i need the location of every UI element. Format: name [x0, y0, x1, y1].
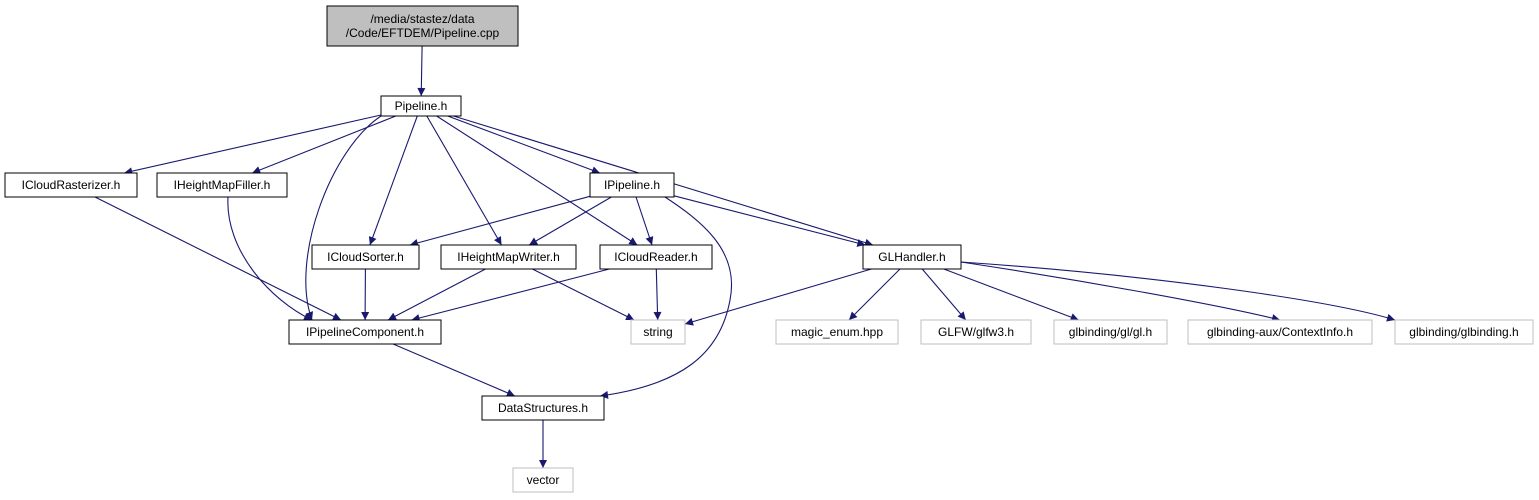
node-box [481, 395, 605, 421]
node-pipeline-h[interactable]: Pipeline.h [380, 95, 462, 117]
node-box [380, 95, 462, 117]
node-label: glbinding/gl/gl.h [1069, 325, 1152, 339]
node-gl-h: glbinding/gl/gl.h [1053, 319, 1168, 345]
node-label: ICloudReader.h [614, 250, 697, 264]
node-box [920, 319, 1032, 345]
edge-icloudreader-h-to-ipipelinecomponent-h [411, 268, 610, 322]
edge-pipeline-h-to-ipipeline-h [447, 115, 601, 174]
node-label: GLHandler.h [878, 250, 945, 264]
edge-glhandler-h-to-string [684, 268, 872, 326]
node-box [288, 319, 442, 345]
node-box [630, 319, 686, 345]
node-box [4, 172, 138, 198]
node-label: DataStructures.h [498, 401, 588, 415]
node-box [599, 244, 713, 270]
node-datastructures-h[interactable]: DataStructures.h [481, 395, 605, 421]
node-string: string [630, 319, 686, 345]
node-glfw3-h: GLFW/glfw3.h [920, 319, 1032, 345]
edge-glhandler-h-to-magic-enum-hpp [848, 268, 901, 321]
edge-icloudrasterizer-h-to-ipipelinecomponent-h [94, 196, 342, 321]
node-label: vector [527, 473, 560, 487]
node-box [1187, 319, 1373, 345]
node-icloudreader-h[interactable]: ICloudReader.h [599, 244, 713, 270]
edge-iheightmapwriter-h-to-string [532, 268, 635, 321]
edge-root-to-pipeline-h [417, 45, 426, 97]
node-label: glbinding-aux/ContextInfo.h [1207, 325, 1353, 339]
node-label: /media/stastez/data [370, 12, 474, 26]
node-box [326, 5, 519, 47]
edge-ipipelinecomponent-h-to-datastructures-h [392, 343, 516, 397]
edge-pipeline-h-to-iheightmapfiller-h [251, 115, 397, 174]
node-label: IHeightMapWriter.h [457, 250, 560, 264]
edge-pipeline-h-to-icloudreader-h [436, 115, 638, 246]
edge-iheightmapfiller-h-to-ipipelinecomponent-h [227, 196, 313, 321]
node-iheightmapwriter-h[interactable]: IHeightMapWriter.h [440, 244, 577, 270]
edge-ipipeline-h-to-datastructures-h [599, 196, 733, 399]
edge-iheightmapwriter-h-to-ipipelinecomponent-h [387, 268, 486, 321]
edge-ipipeline-h-to-iheightmapwriter-h [528, 196, 612, 246]
edge-glhandler-h-to-contextinfo-h [960, 261, 1281, 322]
node-box [512, 467, 574, 493]
edges-layer [94, 45, 1396, 468]
node-box [156, 172, 288, 198]
node-iheightmapfiller-h[interactable]: IHeightMapFiller.h [156, 172, 288, 198]
edge-pipeline-h-to-ipipelinecomponent-h [305, 115, 382, 321]
node-vector: vector [512, 467, 574, 493]
node-glbinding-h: glbinding/glbinding.h [1394, 319, 1534, 345]
node-root[interactable]: /media/stastez/data/Code/EFTDEM/Pipeline… [326, 5, 519, 47]
node-box [775, 319, 899, 345]
edge-ipipeline-h-to-icloudsorter-h [409, 195, 591, 247]
node-box [1053, 319, 1168, 345]
node-box [1394, 319, 1534, 345]
node-label: IHeightMapFiller.h [174, 178, 271, 192]
node-label: IPipelineComponent.h [306, 325, 424, 339]
nodes-layer: /media/stastez/data/Code/EFTDEM/Pipeline… [4, 5, 1534, 493]
node-box [440, 244, 577, 270]
node-ipipeline-h[interactable]: IPipeline.h [589, 172, 675, 198]
node-box [311, 244, 420, 270]
edge-ipipeline-h-to-icloudreader-h [635, 196, 654, 246]
node-label: ICloudRasterizer.h [22, 178, 121, 192]
node-label: GLFW/glfw3.h [938, 325, 1014, 339]
node-contextinfo-h: glbinding-aux/ContextInfo.h [1187, 319, 1373, 345]
node-label: Pipeline.h [395, 99, 448, 113]
edge-ipipeline-h-to-glhandler-h [673, 195, 866, 247]
node-box [589, 172, 675, 198]
node-magic-enum-hpp: magic_enum.hpp [775, 319, 899, 345]
node-icloudrasterizer-h[interactable]: ICloudRasterizer.h [4, 172, 138, 198]
edge-pipeline-h-to-iheightmapwriter-h [426, 115, 502, 246]
edge-pipeline-h-to-icloudsorter-h [368, 115, 418, 246]
node-label: /Code/EFTDEM/Pipeline.cpp [346, 26, 500, 40]
node-label: IPipeline.h [604, 178, 660, 192]
edge-icloudreader-h-to-string [653, 268, 662, 321]
edge-glhandler-h-to-gl-h [943, 268, 1079, 321]
edge-glhandler-h-to-glfw3-h [921, 268, 967, 321]
node-label: magic_enum.hpp [791, 325, 883, 339]
edge-glhandler-h-to-glbinding-h [960, 261, 1396, 322]
node-ipipelinecomponent-h[interactable]: IPipelineComponent.h [288, 319, 442, 345]
edge-pipeline-h-to-icloudrasterizer-h [124, 114, 382, 176]
node-label: ICloudSorter.h [327, 250, 404, 264]
node-label: string [643, 325, 672, 339]
node-icloudsorter-h[interactable]: ICloudSorter.h [311, 244, 420, 270]
node-box [862, 244, 962, 270]
node-glhandler-h[interactable]: GLHandler.h [862, 244, 962, 270]
node-label: glbinding/glbinding.h [1409, 325, 1518, 339]
